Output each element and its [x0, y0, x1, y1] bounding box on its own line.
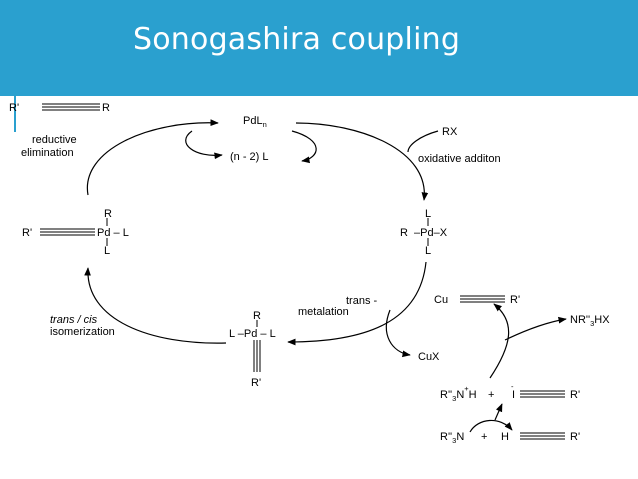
copper-r-prime: R' [510, 294, 520, 306]
arrow-ligand-loss [185, 130, 223, 160]
acetylide-r-prime: R' [570, 389, 580, 401]
trans-cis-label-2: isomerization [50, 326, 115, 338]
pd-bottom-r-prime: R' [251, 377, 261, 389]
pd-left-top: R [104, 208, 112, 220]
arrow-base-attack [469, 419, 513, 433]
slide-title: Sonogashira coupling [133, 22, 461, 57]
arrow-ammonium-out [504, 316, 567, 341]
amine: R''3N [440, 431, 464, 445]
reductive-elimination-label-1: reductive [32, 134, 77, 146]
reagent-rx: RX [442, 126, 458, 138]
arc-transmetalation [287, 261, 427, 346]
ligand-loss-label: (n - 2) L [230, 151, 269, 163]
pd-left-left: R' [22, 227, 32, 239]
catalyst-pdl: PdLn [243, 115, 267, 129]
reductive-elimination-label-2: elimination [21, 147, 74, 159]
pd-rx-center: –Pd–X [414, 227, 448, 239]
pd-bottom-top: R [253, 310, 261, 322]
arrow-cux-out [385, 309, 411, 358]
pd-rx-bottom: L [425, 245, 431, 257]
protonated-plus: + [488, 389, 494, 401]
amine-plus: + [481, 431, 487, 443]
transmetalation-label-1: trans - [346, 295, 378, 307]
alkyne-h: H [501, 431, 509, 443]
arrow-rx-in [407, 130, 439, 153]
oxidative-addition-label: oxidative additon [418, 153, 501, 165]
pd-rx-top: L [425, 208, 431, 220]
product-r: R [102, 102, 110, 114]
arrow-ligand-curve [291, 130, 317, 164]
arc-reductive-elimination [86, 119, 219, 196]
arrow-deprotonation [494, 403, 503, 421]
acetylide-i: I [512, 389, 515, 401]
product-r-prime: R' [9, 102, 19, 114]
trans-cis-label-1: trans / cis [50, 314, 98, 326]
cux-label: CuX [418, 351, 440, 363]
arc-trans-cis-isomerization [84, 267, 227, 344]
ammonium-salt: NR''3HX [570, 314, 610, 328]
protonated-amine: R''3N+H [440, 384, 477, 403]
pd-left-center: Pd – L [97, 227, 129, 239]
arrow-cu-regeneration [489, 303, 510, 379]
transmetalation-label-2: metalation [298, 306, 349, 318]
pd-rx-left: R [400, 227, 408, 239]
title-bar [0, 0, 638, 96]
alkyne-r-prime: R' [570, 431, 580, 443]
arc-oxidative-addition [295, 122, 429, 201]
pd-left-bottom: L [104, 245, 110, 257]
copper-cu: Cu [434, 294, 448, 306]
title-bar-edge [14, 96, 16, 132]
pd-bottom-row: L –Pd – L [229, 328, 276, 340]
acetylide-minus: - [511, 382, 514, 391]
